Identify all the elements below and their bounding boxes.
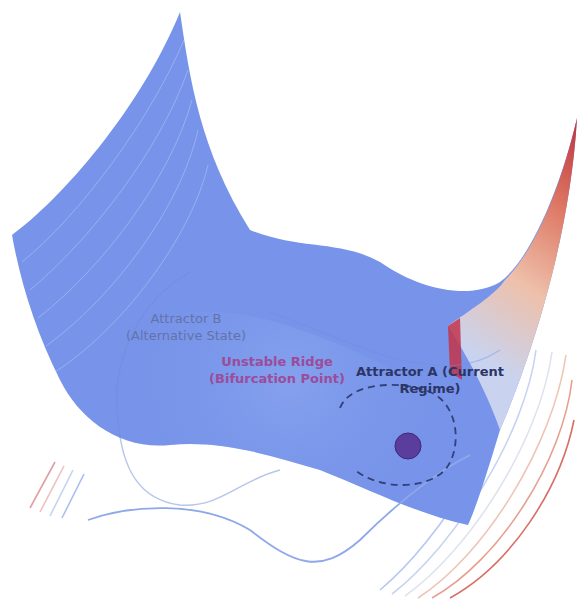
basin-ring bbox=[340, 385, 456, 485]
attractor-label: Attractor B (Alternative State) bbox=[111, 310, 261, 344]
right-wall bbox=[448, 118, 577, 430]
state-ball bbox=[395, 433, 421, 459]
ridge-label: Unstable Ridge (Bifurcation Point) bbox=[192, 353, 362, 387]
contour-line bbox=[88, 455, 470, 562]
attractor-label: Attractor A (Current Regime) bbox=[355, 363, 505, 397]
energy-surface bbox=[12, 12, 577, 525]
contour-loop bbox=[117, 272, 280, 505]
